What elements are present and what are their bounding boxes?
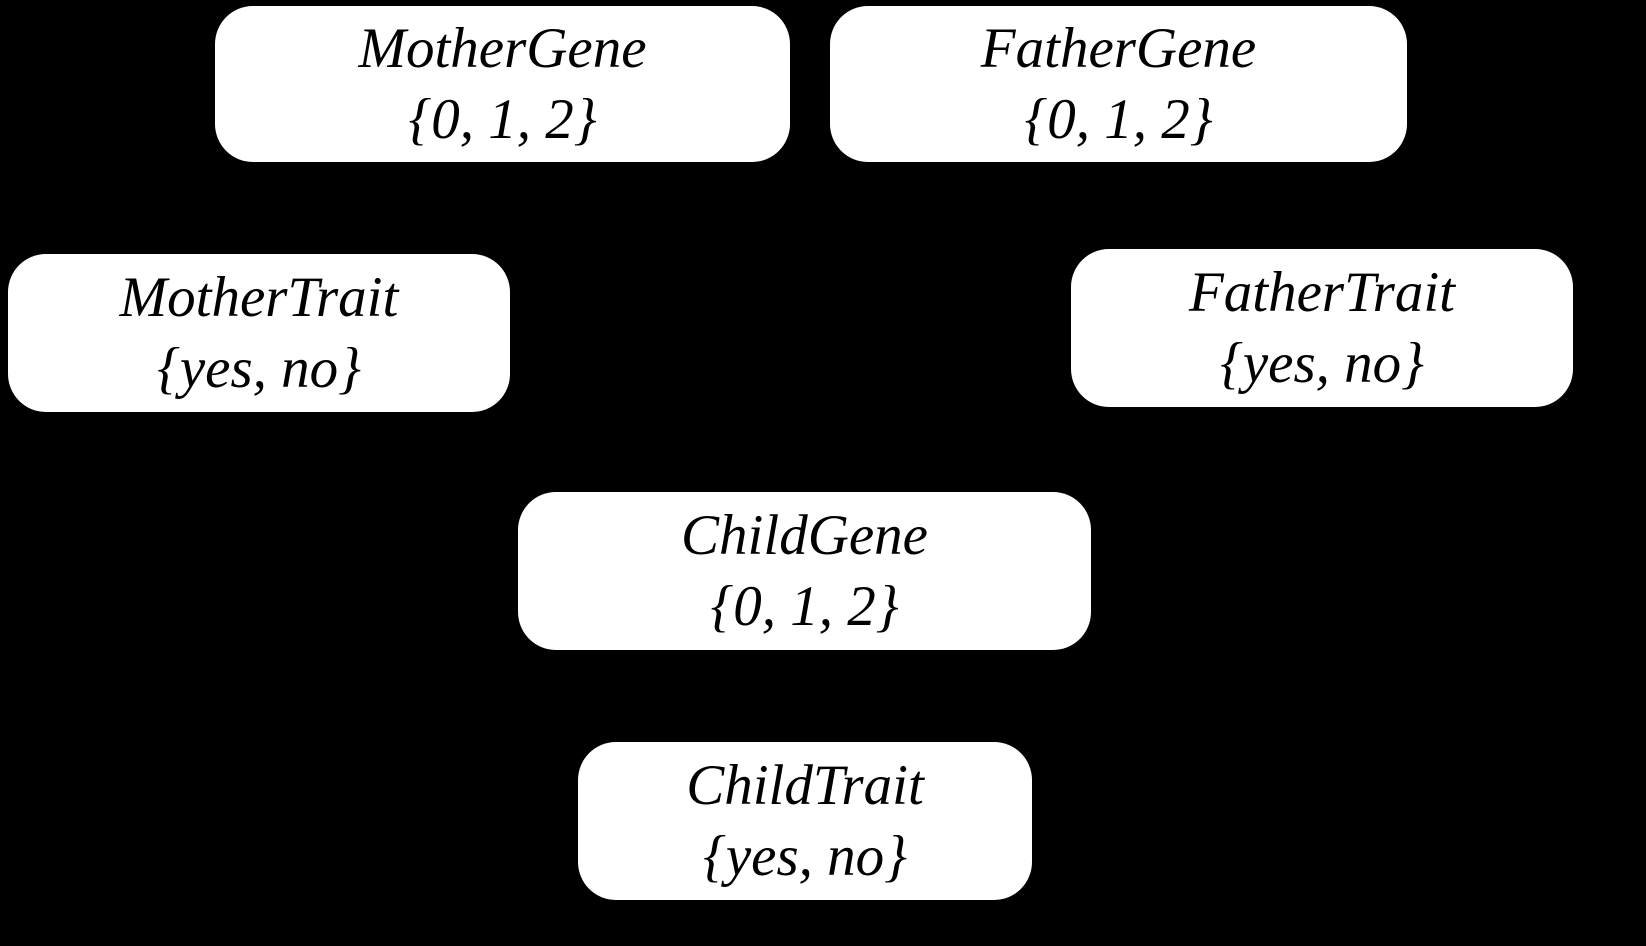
node-father-gene-label: FatherGene	[980, 17, 1257, 80]
node-mother-gene-label: MotherGene	[358, 17, 647, 80]
node-child-gene-domain: {0, 1, 2}	[710, 575, 899, 638]
node-father-gene: FatherGene {0, 1, 2}	[830, 6, 1407, 162]
node-child-trait: ChildTrait {yes, no}	[578, 742, 1032, 900]
node-father-trait-domain: {yes, no}	[1220, 332, 1424, 395]
node-mother-trait-label: MotherTrait	[119, 266, 399, 329]
node-mother-trait: MotherTrait {yes, no}	[8, 254, 510, 412]
node-child-gene-label: ChildGene	[681, 504, 928, 567]
node-father-trait: FatherTrait {yes, no}	[1071, 249, 1573, 407]
node-mother-gene-domain: {0, 1, 2}	[408, 88, 597, 151]
node-child-gene: ChildGene {0, 1, 2}	[518, 492, 1091, 650]
node-child-trait-domain: {yes, no}	[703, 825, 907, 888]
node-mother-trait-domain: {yes, no}	[157, 337, 361, 400]
node-child-trait-label: ChildTrait	[686, 754, 924, 817]
node-father-trait-label: FatherTrait	[1188, 261, 1456, 324]
node-father-gene-domain: {0, 1, 2}	[1024, 88, 1213, 151]
node-mother-gene: MotherGene {0, 1, 2}	[215, 6, 790, 162]
